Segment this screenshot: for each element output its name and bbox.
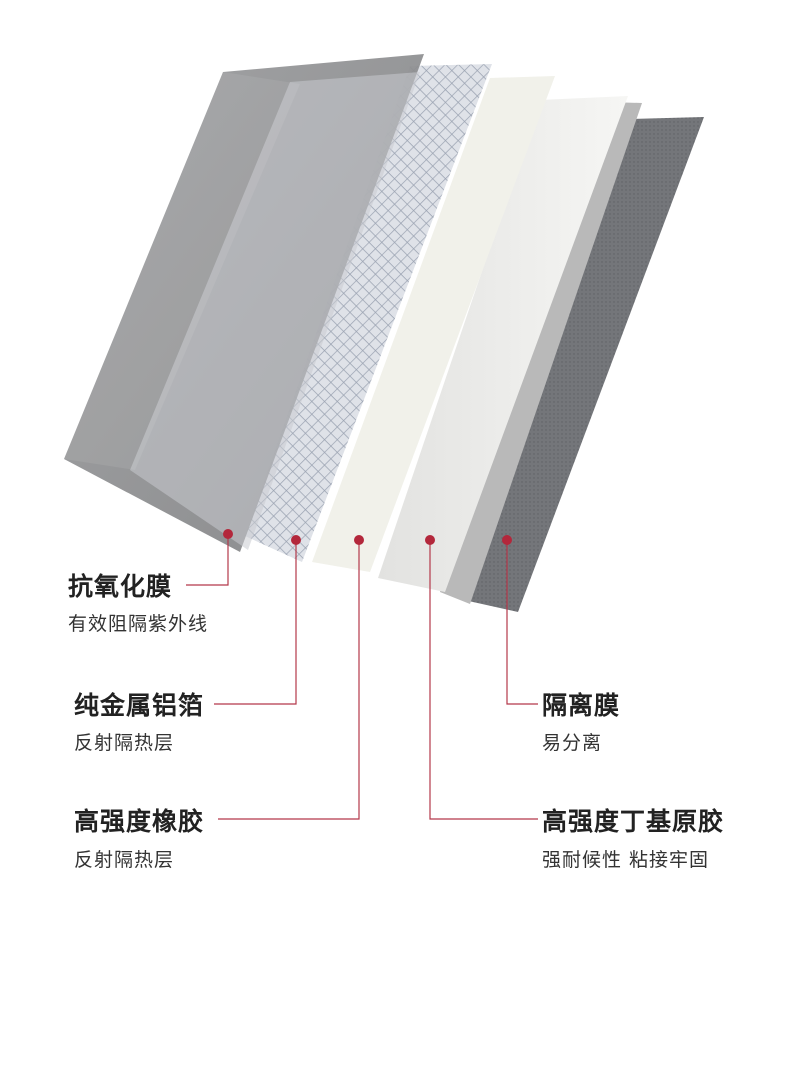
- marker-rubber: [354, 535, 364, 545]
- rubber-layer: [312, 76, 555, 572]
- marker-anti-oxidation: [223, 529, 233, 539]
- leader-line-aluminum: [214, 540, 297, 705]
- leader-lines: [186, 534, 538, 820]
- aluminum-foil-title: 纯金属铝箔: [74, 691, 205, 720]
- release-film-desc: 易分离: [542, 732, 603, 754]
- markers: [223, 529, 512, 545]
- rubber-title: 高强度橡胶: [74, 807, 205, 836]
- leader-line-anti-oxidation: [186, 534, 229, 586]
- leader-line-release: [506, 540, 538, 705]
- anti-oxidation-film-desc: 有效阻隔紫外线: [68, 613, 209, 635]
- leader-line-butyl: [429, 540, 538, 820]
- aluminum-foil-layer: [245, 64, 492, 562]
- butyl-adhesive-layer: [378, 96, 642, 604]
- butyl-adhesive-title: 高强度丁基原胶: [542, 807, 725, 836]
- rubber-desc: 反射隔热层: [74, 849, 175, 871]
- release-film-title: 隔离膜: [542, 691, 621, 720]
- anti-oxidation-film-title: 抗氧化膜: [68, 572, 173, 601]
- release-film-layer: [464, 117, 704, 612]
- marker-butyl: [425, 535, 435, 545]
- aluminum-foil-desc: 反射隔热层: [74, 732, 175, 754]
- butyl-adhesive-desc: 强耐候性 粘接牢固: [542, 849, 710, 871]
- leader-line-rubber: [218, 540, 360, 820]
- marker-aluminum: [291, 535, 301, 545]
- anti-oxidation-film-layer: [64, 54, 424, 552]
- marker-release: [502, 535, 512, 545]
